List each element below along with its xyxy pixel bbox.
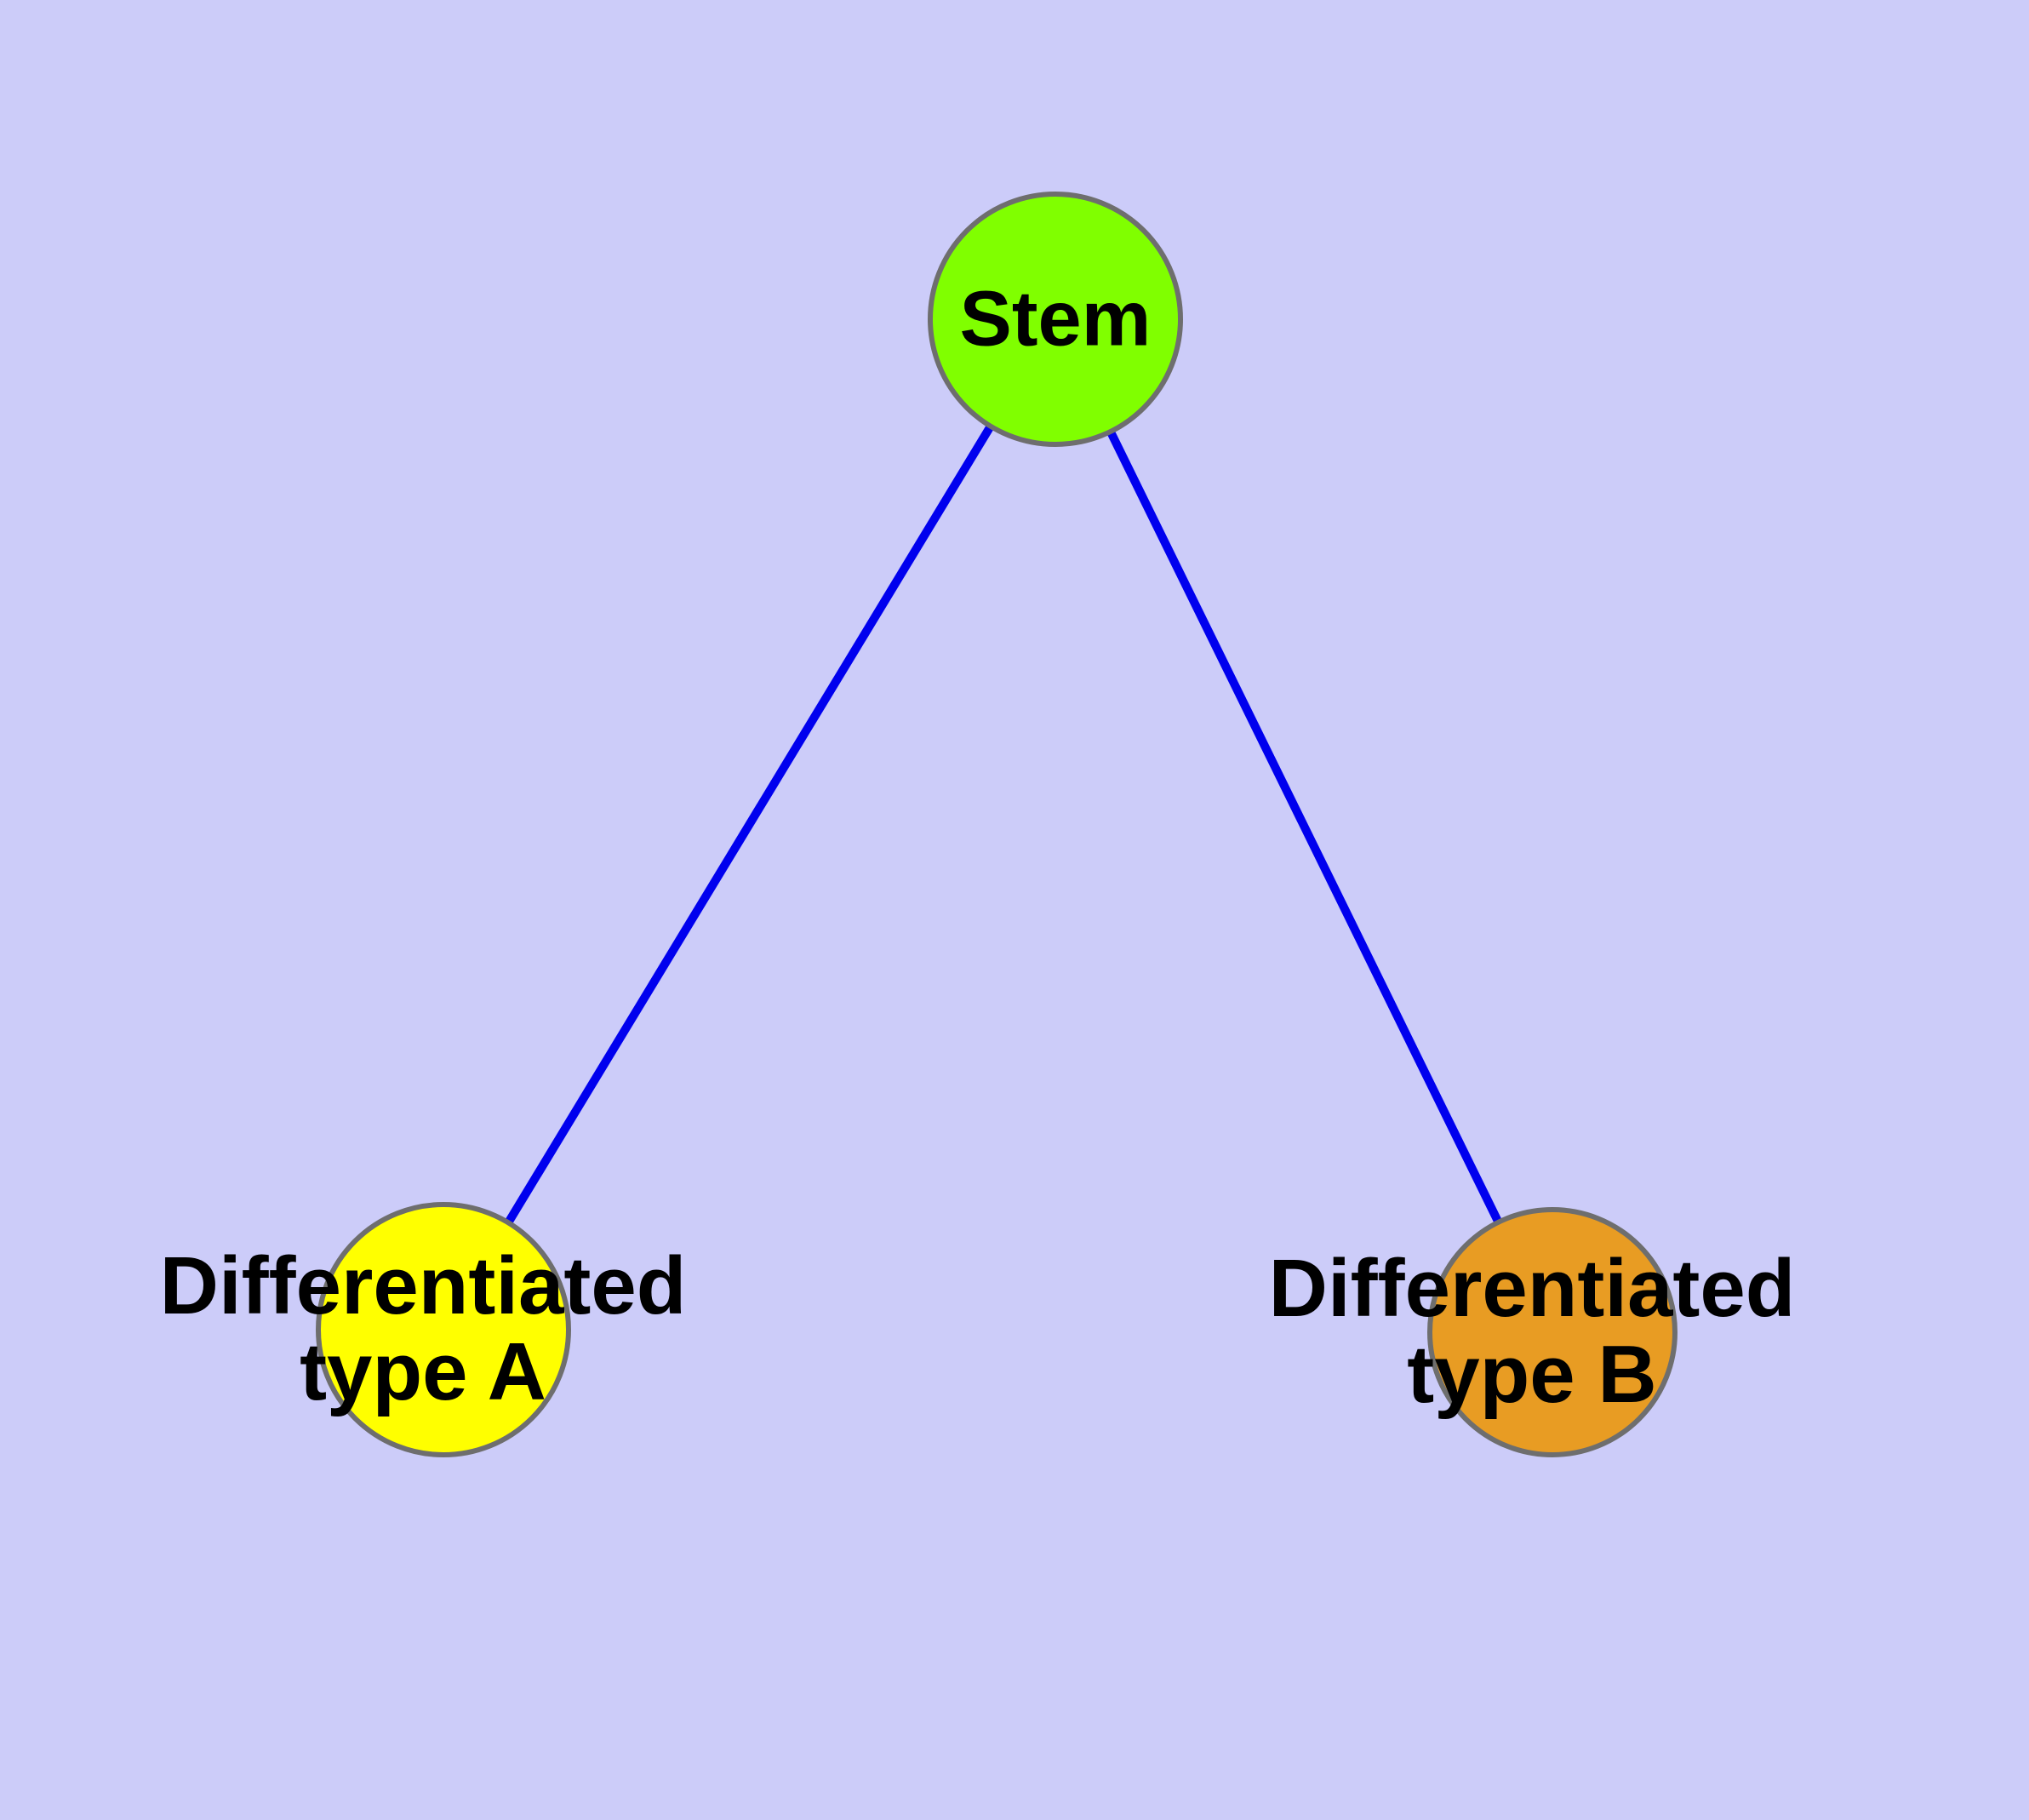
graph-edge-stem-to-diff-a[interactable] xyxy=(439,317,1060,1332)
edges-layer xyxy=(439,317,1557,1335)
graph-node-stem[interactable] xyxy=(928,192,1183,447)
graph-edge-stem-to-diff-b[interactable] xyxy=(1051,317,1557,1335)
nodes-layer xyxy=(316,192,1677,1457)
graph-node-diff-a[interactable] xyxy=(316,1202,571,1457)
graph-node-diff-b[interactable] xyxy=(1427,1207,1677,1457)
